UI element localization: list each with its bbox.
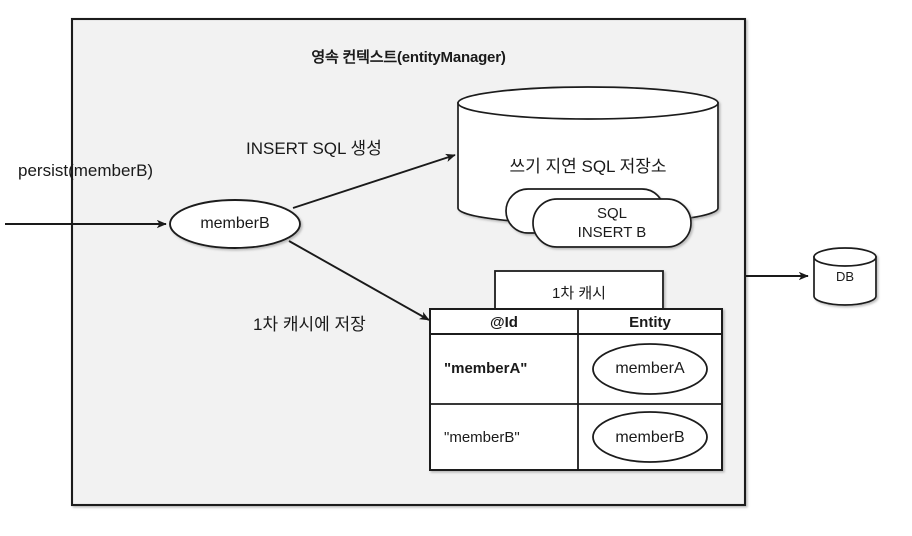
cache-table-header-id: @Id: [490, 314, 518, 331]
cache-table-header-entity: Entity: [629, 314, 671, 331]
cache-row-0-entity: memberA: [615, 360, 685, 377]
database-label: DB: [835, 269, 855, 284]
persistence-context-title: 영속 컨텍스트(entityManager): [311, 49, 506, 66]
sql-item-line2: INSERT B: [577, 224, 647, 241]
sql-item-front-labels: SQL INSERT B: [533, 204, 691, 242]
cache-row-1-id: "memberB": [444, 429, 520, 446]
database-cylinder: [813, 247, 877, 306]
cache-table-grid: [429, 308, 723, 471]
save-to-cache-arrow: [288, 240, 430, 321]
cache-row-1-entity: memberB: [615, 429, 685, 446]
insert-sql-arrow: [292, 153, 456, 209]
entity-memberB-node: [169, 199, 301, 249]
cache-caption-label: 1차 캐시: [552, 285, 606, 302]
persist-call-label: persist(memberB): [18, 161, 154, 180]
save-to-cache-edge-label: 1차 캐시에 저장: [253, 315, 366, 334]
insert-sql-edge-label: INSERT SQL 생성: [246, 139, 382, 158]
entity-memberB-label: memberB: [200, 215, 270, 232]
write-behind-sql-store-label: 쓰기 지연 SQL 저장소: [509, 157, 667, 176]
cache-row-0-id: "memberA": [444, 360, 528, 377]
sql-item-front: [532, 198, 692, 248]
sql-item-line1: SQL: [596, 205, 627, 222]
